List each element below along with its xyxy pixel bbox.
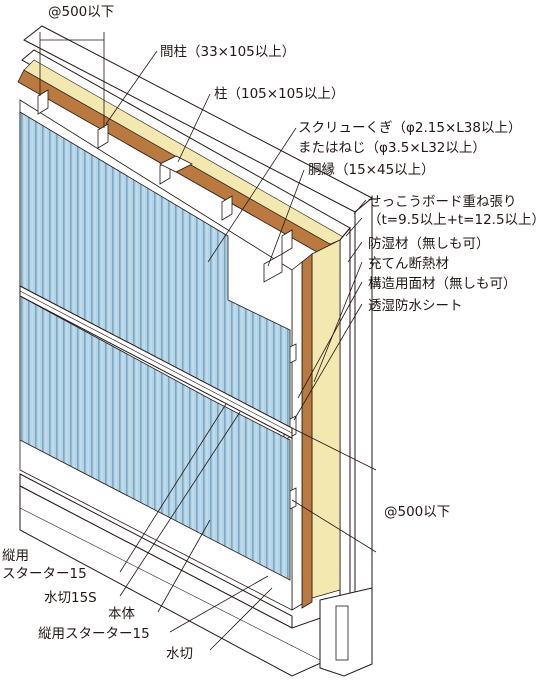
label-structural-board: 構造用面材（無しも可） (368, 276, 517, 292)
furring-strip (221, 195, 233, 221)
label-insulation: 充てん断熱材 (368, 256, 449, 272)
label-vertical-starter-2: 縦用スターター15 (38, 626, 150, 642)
label-mabashira: 間柱（33×105以上） (160, 44, 296, 60)
siding-panel-lower (19, 295, 291, 581)
dimension-top (39, 32, 105, 128)
label-vertical-starter-line2: スターター15 (2, 566, 87, 582)
label-screw-line1: スクリューくぎ（φ2.15×L38以上） (298, 120, 522, 136)
leader-lines (105, 50, 367, 651)
furring-strip (281, 229, 293, 255)
label-spacing-top: @500以下 (48, 4, 115, 20)
label-spacing-right: @500以下 (384, 504, 451, 520)
insulation-block (311, 239, 341, 599)
label-screw-line2: またはねじ（φ3.5×L32以上） (298, 140, 486, 156)
dimension-right (291, 427, 377, 553)
post-cap (159, 155, 193, 173)
vapor-barrier-edge (339, 226, 351, 604)
furring-strip (263, 253, 283, 283)
structural-board-edge (291, 261, 303, 611)
label-vertical-starter-line1: 縦用 (2, 548, 29, 564)
label-hashira: 柱（105×105以上） (214, 86, 345, 102)
foundation-slot (335, 605, 349, 661)
furring-strip (37, 89, 49, 115)
label-mizukiri: 水切 (166, 646, 193, 662)
label-dobuchi: 胴縁（15×45以上） (308, 162, 435, 178)
furring-strip (97, 123, 109, 149)
label-mizukiri-15s: 水切15S (44, 590, 97, 606)
label-gypsum-line2: （t=9.5以上+t=12.5以上） (368, 212, 546, 228)
label-breathable-sheet: 透湿防水シート (368, 298, 463, 314)
label-gypsum-line1: せっこうボード重ね張り (368, 194, 517, 210)
label-main-body: 本体 (108, 606, 135, 622)
label-vapor-barrier: 防湿材（無しも可） (368, 236, 490, 252)
stud-wood-edge (301, 253, 313, 609)
